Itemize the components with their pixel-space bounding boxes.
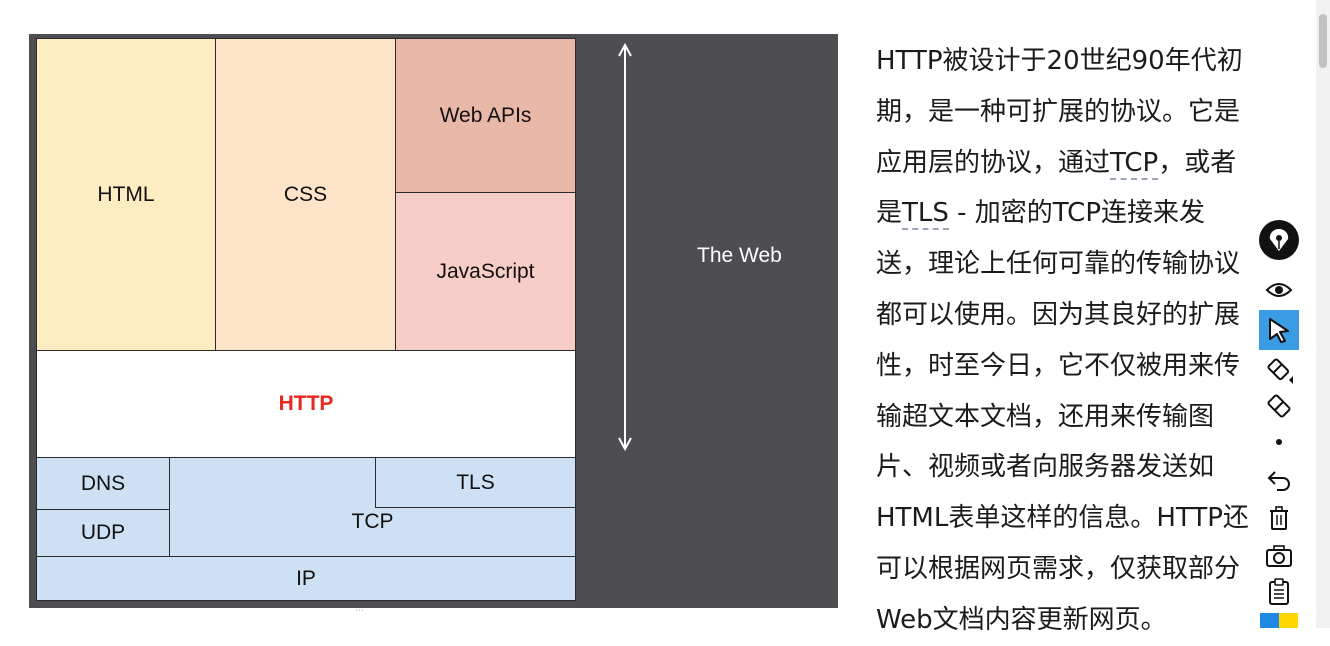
text-line: 都可以使用。因为其良好的扩展 [876,299,1241,330]
camera-icon[interactable] [1259,536,1299,576]
udp-block: UDP [36,509,170,557]
css-block: CSS [215,38,396,351]
text-line: 期，是一种可扩展的协议。它是 [876,96,1241,127]
text-line: 输超文本文档，还用来传输图 [876,401,1215,432]
text-segment: ，或者 [1158,147,1237,178]
eye-icon[interactable] [1259,270,1299,310]
annotation-toolbar [1258,268,1300,628]
text-line: Web文档内容更新网页。 [876,604,1167,635]
text-segment: 应用层的协议，通过 [876,147,1111,178]
tcp-link[interactable]: TCP [1110,147,1159,180]
text-line: 可以根据网页需求，仅获取部分 [876,553,1241,584]
text-line: HTML表单这样的信息。HTTP还 [876,503,1249,534]
javascript-block: JavaScript [395,192,576,351]
dns-block: DNS [36,457,170,510]
resize-handle-icon[interactable]: ⋯ [355,606,365,616]
dot-icon[interactable] [1259,422,1299,462]
article-paragraph: HTTP被设计于20世纪90年代初 期，是一种可扩展的协议。它是 应用层的协议，… [876,36,1316,646]
text-line: HTTP被设计于20世纪90年代初 [876,46,1243,76]
scrollbar-thumb[interactable] [1319,14,1327,68]
text-segment: - 加密的TCP连接来发 [948,198,1205,229]
undo-icon[interactable] [1259,460,1299,500]
text-line: 是TLS - 加密的TCP连接来发 [876,188,1316,239]
text-line: 片、视频或者向服务器发送如 [876,452,1215,483]
text-segment: 是 [876,198,903,229]
web-technologies-diagram: HTML CSS Web APIs JavaScript HTTP TCP DN… [29,34,838,608]
tls-block: TLS [375,457,576,508]
pen-nib-icon[interactable] [1259,220,1299,260]
clipboard-icon[interactable] [1259,572,1299,612]
text-line: 性，时至今日，它不仅被用来传 [876,350,1241,381]
highlighter-icon[interactable] [1259,350,1299,390]
vertical-scrollbar[interactable] [1316,0,1330,628]
html-block: HTML [36,38,216,351]
trash-icon[interactable] [1259,498,1299,538]
ip-block: IP [36,556,576,601]
the-web-label: The Web [697,244,782,267]
http-block: HTTP [36,350,576,458]
web-apis-block: Web APIs [395,38,576,193]
color-swatch[interactable] [1260,613,1298,628]
text-line: 送，理论上任何可靠的传输协议 [876,249,1241,280]
double-arrow-icon [618,42,632,452]
cursor-icon[interactable] [1259,310,1299,350]
eraser-icon[interactable] [1259,386,1299,426]
text-line: 应用层的协议，通过TCP，或者 [876,138,1316,189]
tls-link[interactable]: TLS [902,198,949,231]
